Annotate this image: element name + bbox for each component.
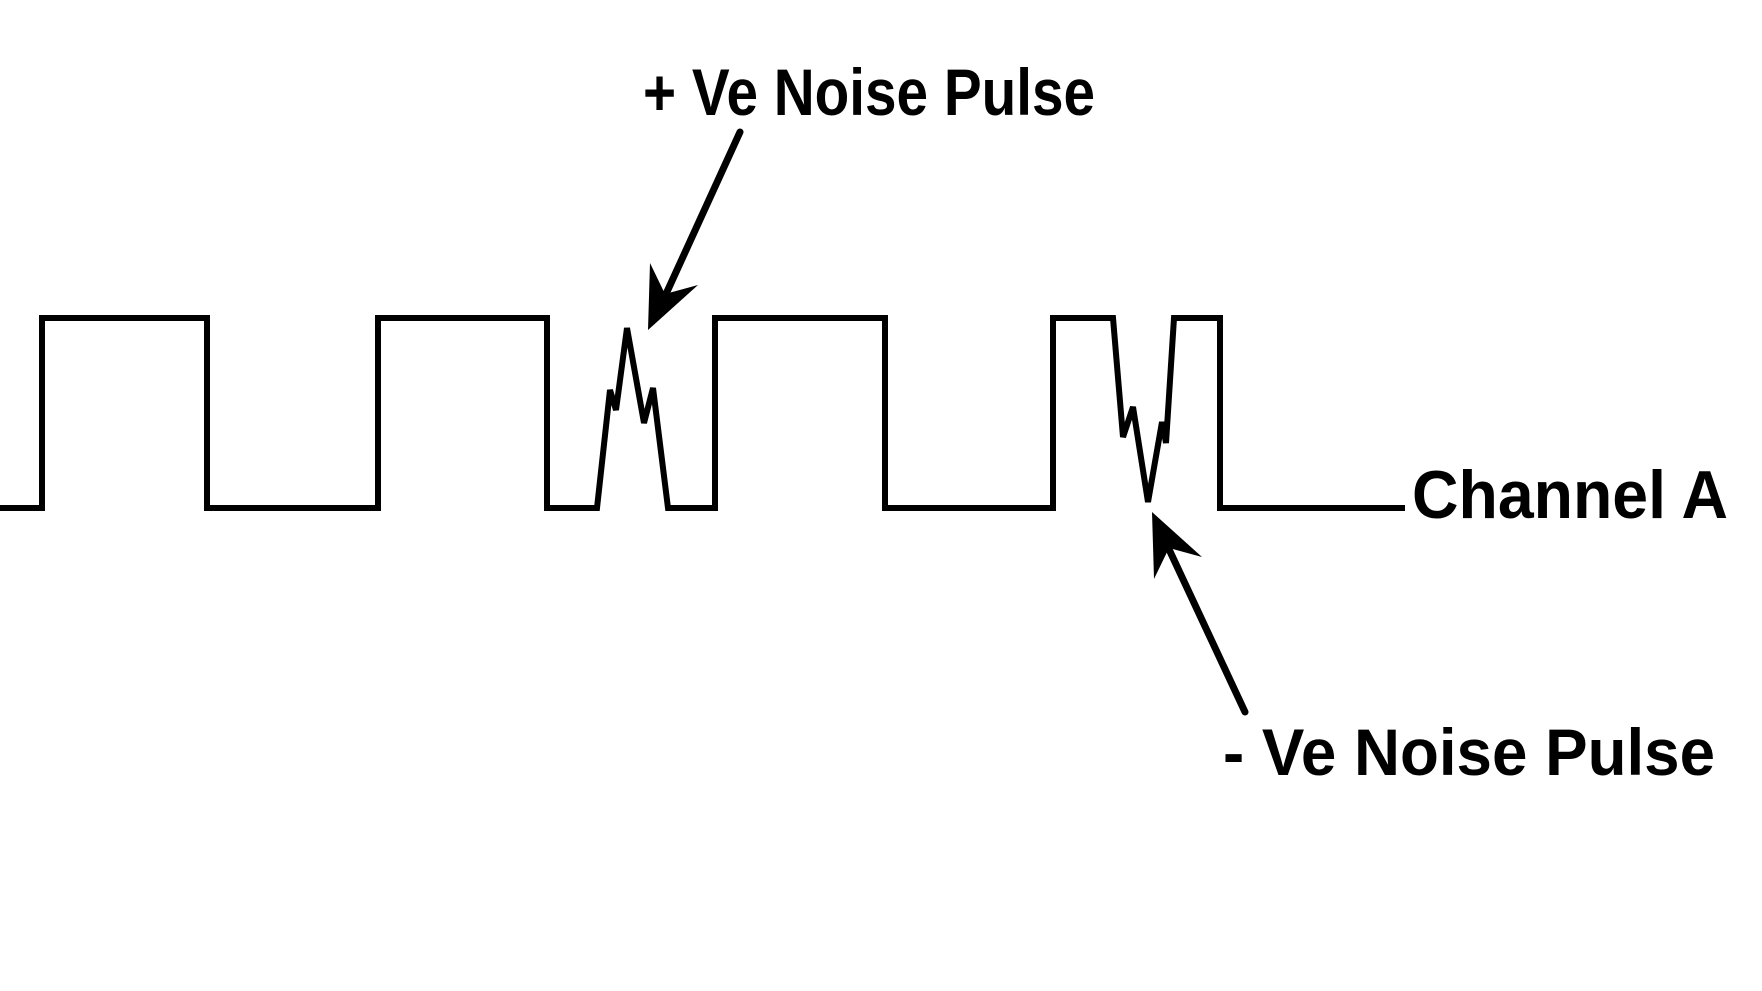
positive-noise-arrowhead-icon: [648, 263, 698, 330]
negative-noise-arrow: [1152, 512, 1249, 716]
negative-noise-arrowhead-icon: [1152, 512, 1202, 579]
channel-a-label: Channel A: [1412, 457, 1728, 533]
positive-noise-arrow: [648, 128, 744, 330]
negative-noise-arrow-line: [1163, 541, 1249, 716]
negative-noise-label: - Ve Noise Pulse: [1223, 715, 1715, 789]
positive-noise-label: + Ve Noise Pulse: [643, 55, 1095, 129]
positive-noise-arrow-line: [662, 128, 744, 298]
channel-a-waveform: [0, 315, 1405, 511]
